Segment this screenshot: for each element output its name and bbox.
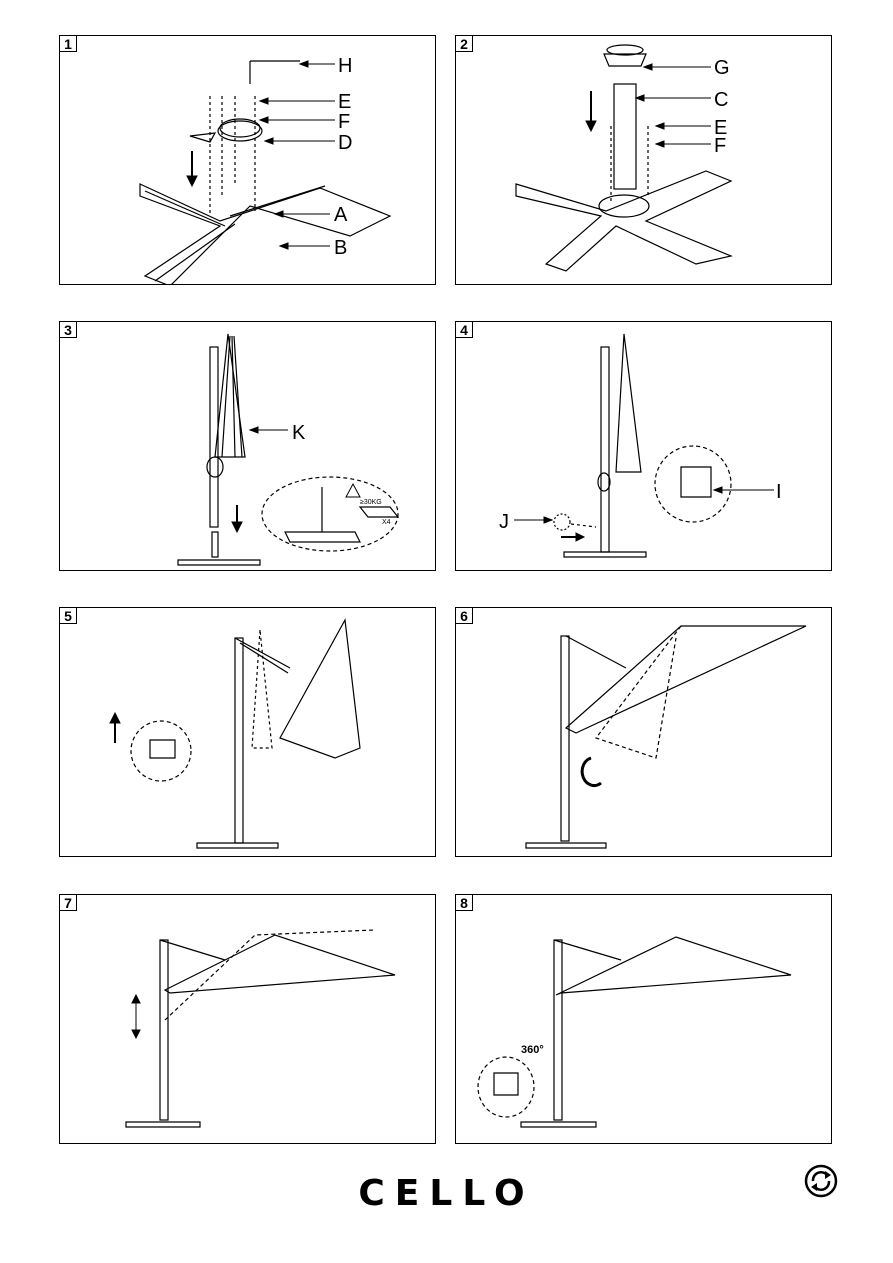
part-label-h: H [338, 55, 352, 77]
height-adjust-illustration [125, 929, 396, 1128]
part-label-c: C [714, 89, 728, 111]
step-number: 4 [456, 322, 473, 338]
part-label-k: K [292, 422, 306, 444]
part-label-j: J [499, 511, 509, 533]
part-label-f: F [338, 111, 350, 133]
step-number: 5 [60, 608, 77, 624]
recycle-icon [804, 1164, 838, 1198]
step-number: 2 [456, 36, 473, 52]
part-label-e: E [338, 91, 351, 113]
weight-warning: ≥30KG [360, 499, 382, 506]
part-label-d: D [338, 132, 352, 154]
step-7-panel: 7 [59, 894, 436, 1144]
step-number: 3 [60, 322, 77, 338]
step-1-panel: 1 H E F D A B [59, 35, 436, 285]
part-label-a: A [334, 204, 348, 226]
part-label-f: F [714, 135, 726, 157]
step-number: 7 [60, 895, 77, 911]
brand-logo: CELLO [358, 1173, 535, 1214]
umbrella-insert-illustration: K ≥30KG X4 [177, 333, 400, 566]
rotation-label: 360° [521, 1044, 544, 1056]
part-label-i: I [776, 481, 782, 503]
part-label-e: E [714, 117, 727, 139]
step-2-panel: 2 G C E F [455, 35, 832, 285]
step-8-panel: 8 360° [455, 894, 832, 1144]
step-4-panel: 4 I J [455, 321, 832, 571]
weight-count: X4 [382, 519, 391, 526]
handle-attach-illustration: I J [499, 333, 782, 558]
step-number: 1 [60, 36, 77, 52]
pole-mount-illustration: G C E F [515, 44, 733, 272]
base-assembly-illustration: H E F D A B [139, 55, 392, 284]
part-label-b: B [334, 237, 347, 259]
raise-canopy-illustration [109, 618, 361, 849]
step-3-panel: 3 K ≥30KG X4 [59, 321, 436, 571]
step-6-panel: 6 [455, 607, 832, 857]
step-number: 8 [456, 895, 473, 911]
part-label-g: G [714, 57, 730, 79]
rotate-canopy-illustration: 360° [477, 936, 792, 1128]
step-5-panel: 5 [59, 607, 436, 857]
step-number: 6 [456, 608, 473, 624]
tilt-canopy-illustration [525, 625, 807, 849]
